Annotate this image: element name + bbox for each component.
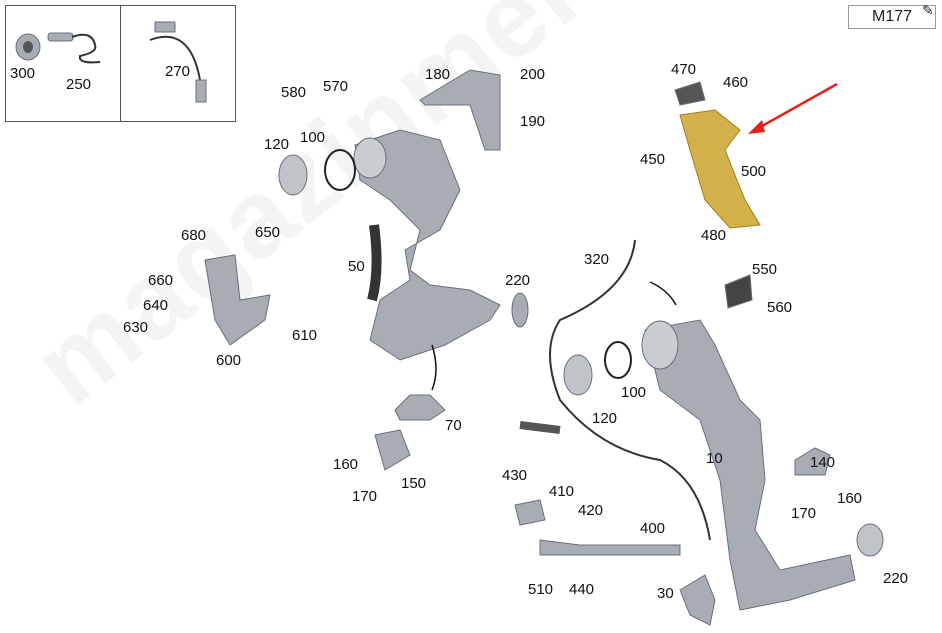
callout-410[interactable]: 410 [549,483,575,500]
callout-180[interactable]: 180 [425,66,451,83]
callout-650[interactable]: 650 [255,224,281,241]
callout-510[interactable]: 510 [528,581,554,598]
part-600 [204,254,271,346]
part-180 [419,69,501,151]
part-550 [724,274,753,309]
part-70 [394,394,446,421]
callout-610[interactable]: 610 [292,327,318,344]
callout-470[interactable]: 470 [671,61,697,78]
callout-630[interactable]: 630 [123,319,149,336]
callout-400[interactable]: 400 [640,520,666,537]
model-code-box: M177 [848,5,936,29]
part-140 [794,447,831,476]
callout-440[interactable]: 440 [569,581,595,598]
part-120 [278,154,308,196]
callout-220[interactable]: 220 [505,272,531,289]
callout-420[interactable]: 420 [578,502,604,519]
callout-570[interactable]: 570 [323,78,349,95]
callout-450[interactable]: 450 [640,151,666,168]
part-100-b [604,341,632,379]
inset-panel-1[interactable] [5,5,121,122]
callout-660[interactable]: 660 [148,272,174,289]
callout-100[interactable]: 100 [300,129,326,146]
part-460 [674,81,706,106]
callout-170-b[interactable]: 170 [791,505,817,522]
callout-460[interactable]: 460 [723,74,749,91]
callout-190[interactable]: 190 [520,113,546,130]
part-100 [324,149,356,191]
callout-640[interactable]: 640 [143,297,169,314]
red-pointer-arrow [754,82,838,132]
sensor-wire-320 [549,239,711,541]
callout-120[interactable]: 120 [264,136,290,153]
callout-580[interactable]: 580 [281,84,307,101]
callout-160-b[interactable]: 160 [837,490,863,507]
part-220-b [856,523,884,557]
callout-50[interactable]: 50 [348,258,365,275]
callout-30[interactable]: 30 [657,585,674,602]
part-150 [374,429,411,471]
callout-250[interactable]: 250 [66,76,92,93]
callout-320[interactable]: 320 [584,251,610,268]
callout-480[interactable]: 480 [701,227,727,244]
callout-270[interactable]: 270 [165,63,191,80]
callout-100-b[interactable]: 100 [621,384,647,401]
callout-140[interactable]: 140 [810,454,836,471]
edit-icon[interactable]: ✎ [922,2,934,18]
callout-200[interactable]: 200 [520,66,546,83]
callout-550[interactable]: 550 [752,261,778,278]
callout-560[interactable]: 560 [767,299,793,316]
callout-170[interactable]: 170 [352,488,378,505]
callout-430[interactable]: 430 [502,467,528,484]
part-120-b [563,354,593,396]
part-50 [354,129,501,361]
part-450-highlighted [679,109,761,229]
inset-parts [15,21,207,103]
callout-600[interactable]: 600 [216,352,242,369]
callout-10[interactable]: 10 [706,450,723,467]
inset-panel-2[interactable] [120,5,236,122]
callout-70[interactable]: 70 [445,417,462,434]
part-30 [679,574,716,626]
callout-680[interactable]: 680 [181,227,207,244]
callout-150[interactable]: 150 [401,475,427,492]
callout-220-b[interactable]: 220 [883,570,909,587]
callout-500[interactable]: 500 [741,163,767,180]
part-10 [644,319,856,611]
part-400 [539,539,681,556]
part-430 [514,499,546,526]
callout-300[interactable]: 300 [10,65,36,82]
part-220 [511,292,529,328]
callout-160[interactable]: 160 [333,456,359,473]
callout-120-b[interactable]: 120 [592,410,618,427]
